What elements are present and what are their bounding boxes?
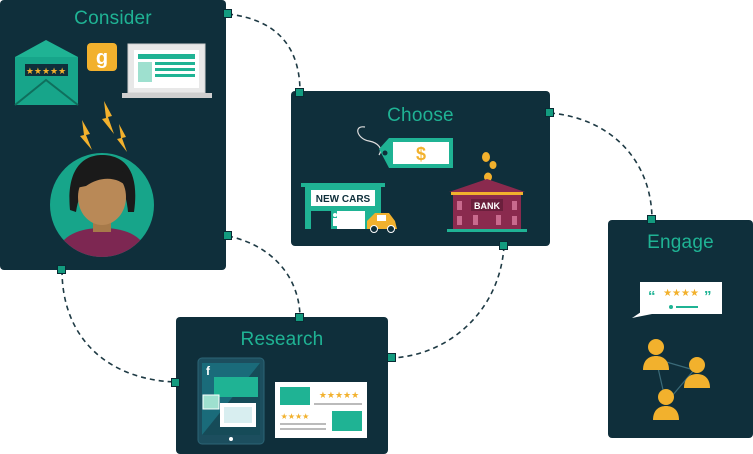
svg-text:”: ” [704,288,712,305]
svg-text:“: “ [648,288,656,305]
consider-title: Consider [74,8,152,29]
consider-illustration: ★★★★★ g [14,40,212,257]
review-quote-bubble-icon: “ ” ★★★★ [632,282,722,318]
bank-sign-text: BANK [474,201,500,211]
choose-card: Choose $ NEW CARS [291,91,550,246]
connector-node [57,265,66,274]
research-title: Research [240,329,324,350]
bank-icon: BANK [447,179,527,232]
connector-choose-research [391,245,505,359]
dealer-sign-text: NEW CARS [316,194,371,205]
engage-card: Engage “ ” ★★★★ [608,220,753,438]
car-icon [367,213,397,233]
coins-icon [482,152,497,182]
svg-text:★★★★: ★★★★ [281,412,310,421]
connector-consider-choose [227,13,301,93]
connector-consider-research [61,269,177,383]
research-illustration: f ★★★★★ ★★★★ [197,357,367,445]
connector-node [499,241,508,250]
connector-node [171,378,180,387]
svg-text:★★★★: ★★★★ [663,288,699,299]
people-network-icon [643,339,710,420]
svg-text:★★★★★: ★★★★★ [319,390,359,400]
connector-node [387,353,396,362]
person-avatar-icon [50,153,154,257]
connector-node [223,231,232,240]
choose-title: Choose [387,105,454,126]
research-card: Research f ★★★★★ ★★★★ [176,317,388,454]
price-tag-icon: $ [357,126,453,168]
tablet-social-letter: f [206,364,211,378]
review-card-icon: ★★★★★ ★★★★ [275,382,367,438]
laptop-icon [122,43,212,98]
connector-consider-research-2 [227,235,301,319]
svg-text:★★★★★: ★★★★★ [26,66,66,76]
search-app-icon: g [87,43,117,71]
choose-illustration: $ NEW CARS [301,126,527,233]
engage-illustration: “ ” ★★★★ [632,282,722,420]
search-app-letter: g [96,47,108,69]
connector-node [295,88,304,97]
lightning-icon [80,101,127,152]
connector-choose-engage [549,112,653,221]
connector-node [647,215,656,224]
engage-title: Engage [647,232,714,253]
tablet-social-icon: f [197,357,265,445]
connector-node [295,313,304,322]
connector-node [545,108,554,117]
envelope-rating-icon: ★★★★★ [14,40,79,106]
consider-card: Consider ★★★★★ g [0,0,226,270]
connector-node [223,9,232,18]
price-tag-symbol: $ [416,144,426,164]
